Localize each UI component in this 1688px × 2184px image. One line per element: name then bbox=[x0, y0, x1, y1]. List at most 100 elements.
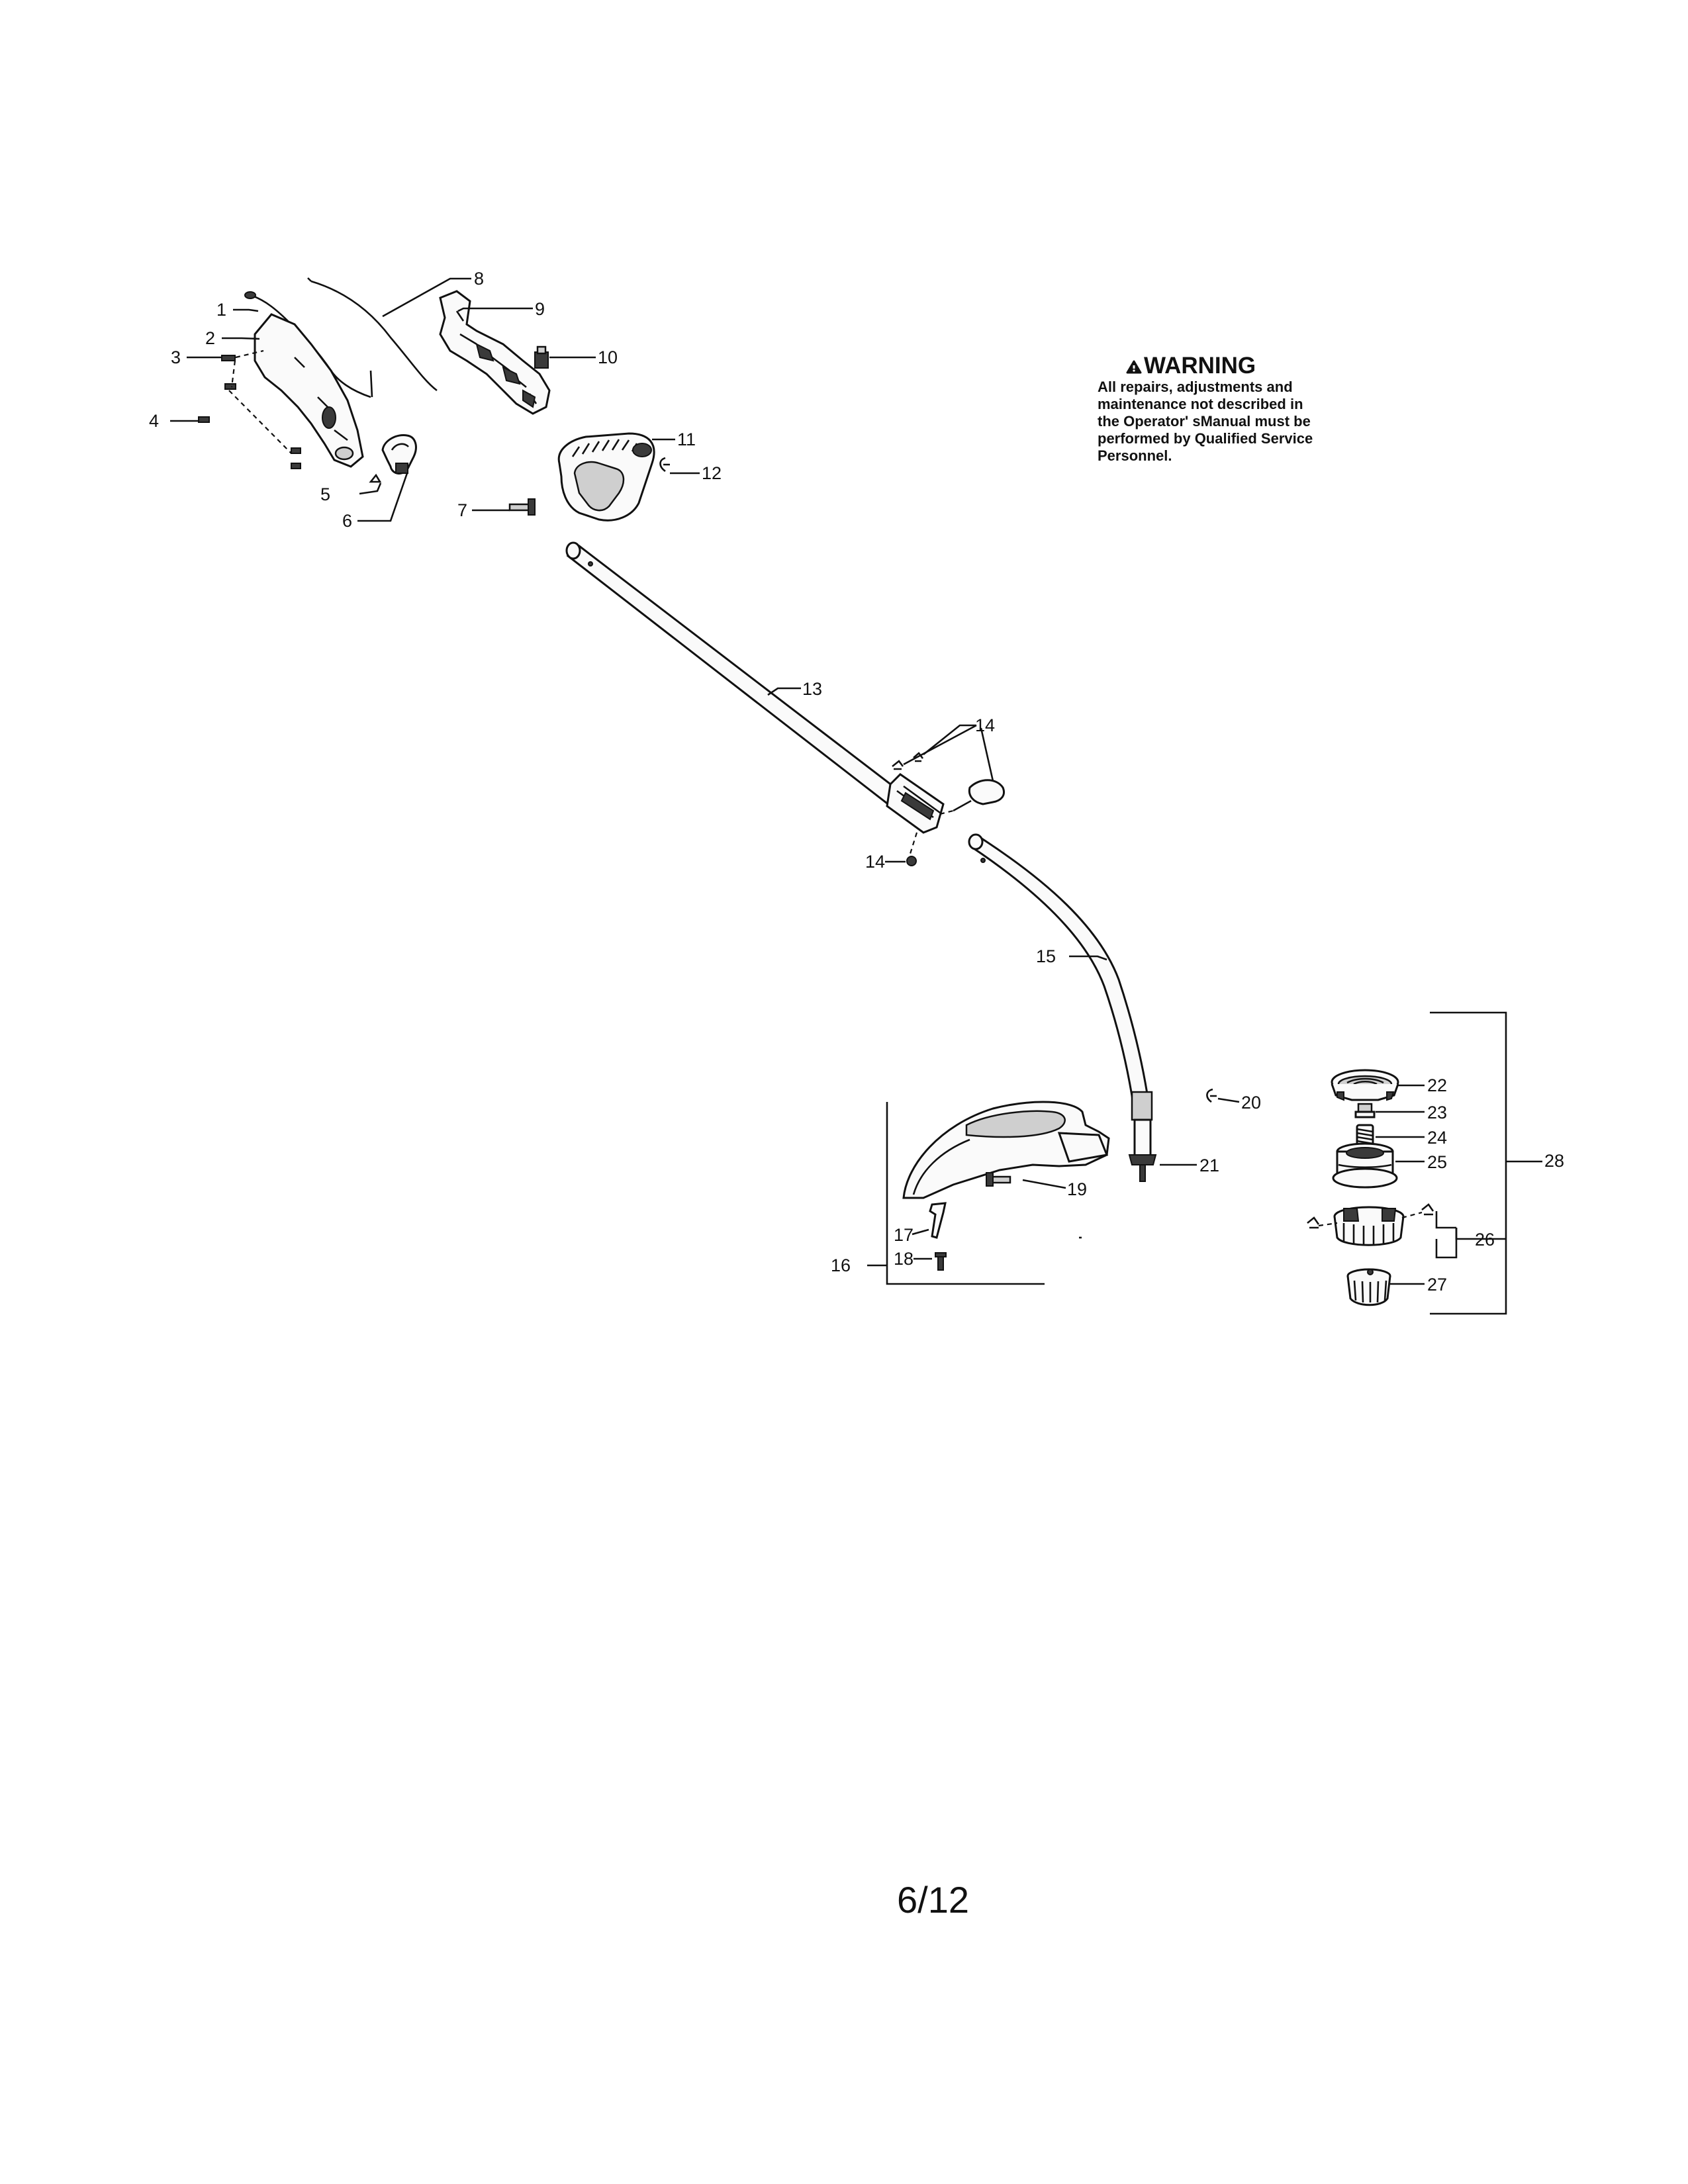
part-19-screw-head bbox=[986, 1172, 994, 1187]
callout-18: 18 bbox=[894, 1249, 914, 1269]
warning-line-3: the Operator' sManual must be bbox=[1098, 413, 1311, 430]
part-7-bolt-head bbox=[528, 498, 536, 516]
part-16-bracket bbox=[886, 1102, 1045, 1285]
part-17-line-limiter bbox=[929, 1202, 947, 1239]
callout-22: 22 bbox=[1427, 1075, 1447, 1095]
part-15-lower-shaft bbox=[970, 836, 1150, 1105]
part-4-screw bbox=[198, 416, 210, 423]
part-14-nut-b bbox=[913, 752, 924, 762]
part-27-knob-ribs bbox=[1353, 1280, 1387, 1303]
warning-block: WARNING All repairs, adjustments and mai… bbox=[1098, 353, 1313, 464]
callout-15: 15 bbox=[1036, 946, 1056, 966]
part-13-hole bbox=[588, 561, 593, 567]
part-26-housing bbox=[1333, 1216, 1405, 1246]
warning-title: WARNING bbox=[1144, 353, 1256, 379]
part-24-spring-coils bbox=[1356, 1128, 1374, 1149]
page-number: 6/12 bbox=[897, 1879, 969, 1921]
callout-19: 19 bbox=[1067, 1179, 1087, 1199]
part-14-nut-a bbox=[892, 760, 904, 770]
callout-11: 11 bbox=[677, 430, 696, 449]
part-9-housing-detail bbox=[455, 310, 538, 404]
callout-5: 5 bbox=[320, 484, 330, 504]
callout-20: 20 bbox=[1241, 1093, 1261, 1113]
part-18-screw bbox=[937, 1255, 944, 1271]
warning-triangle-icon bbox=[1126, 360, 1142, 374]
part-22-cover-rings bbox=[1346, 1077, 1384, 1085]
part-3-dashed-line-b bbox=[230, 360, 236, 388]
part-21-gear-head bbox=[1133, 1118, 1152, 1160]
warning-line-5: Personnel. bbox=[1098, 447, 1172, 464]
part-28-bracket bbox=[1430, 1011, 1507, 1315]
part-21-flange bbox=[1128, 1154, 1157, 1165]
part-25-spool-bottom bbox=[1332, 1167, 1398, 1189]
part-11-handle-inner bbox=[573, 461, 625, 512]
part-2-slot bbox=[322, 406, 336, 429]
part-9-housing bbox=[439, 290, 551, 415]
callout-1: 1 bbox=[216, 300, 226, 320]
warning-line-2: maintenance not described in bbox=[1098, 396, 1303, 412]
handle-group bbox=[198, 277, 670, 522]
part-19-guard-mount bbox=[1057, 1132, 1109, 1163]
part-19-screw bbox=[990, 1175, 1011, 1184]
part-14-washer bbox=[906, 856, 917, 866]
callout-2: 2 bbox=[205, 328, 215, 348]
part-21-collar bbox=[1131, 1091, 1153, 1121]
part-23-eyelet-base bbox=[1354, 1111, 1376, 1118]
part-13-upper-shaft bbox=[566, 545, 906, 809]
part-22-tabs bbox=[1336, 1091, 1395, 1101]
part-14-dashed-a bbox=[939, 809, 954, 815]
part-6-trigger-lock-inner bbox=[391, 443, 409, 451]
warning-line-1: All repairs, adjustments and bbox=[1098, 379, 1293, 395]
callout-23: 23 bbox=[1427, 1103, 1447, 1122]
part-14-knob bbox=[968, 779, 1005, 805]
part-21-spindle bbox=[1139, 1164, 1146, 1182]
part-25-spool-line bbox=[1338, 1163, 1392, 1169]
callout-26: 26 bbox=[1475, 1230, 1495, 1250]
part-10-switch bbox=[534, 351, 549, 369]
part-6-trigger-base bbox=[395, 463, 408, 474]
part-14-dashed-b bbox=[909, 832, 918, 854]
part-27-knob bbox=[1346, 1275, 1391, 1306]
callout-labels: 1 2 3 4 5 6 7 8 9 10 11 12 13 14 14 15 1… bbox=[149, 269, 1564, 1295]
callout-8: 8 bbox=[474, 269, 484, 289]
callout-21: 21 bbox=[1199, 1156, 1219, 1175]
part-25-spool-hub bbox=[1346, 1147, 1384, 1159]
housing-screw-a bbox=[291, 447, 301, 454]
part-5-clip bbox=[369, 473, 382, 483]
callout-4: 4 bbox=[149, 411, 159, 431]
leader-lines bbox=[170, 277, 1506, 1285]
callout-17: 17 bbox=[894, 1225, 914, 1245]
part-26-housing-ribs bbox=[1342, 1223, 1395, 1246]
part-12-knob bbox=[659, 457, 670, 473]
callout-6: 6 bbox=[342, 511, 352, 531]
part-27-knob-dot bbox=[1367, 1269, 1374, 1275]
part-13-shaft-end bbox=[565, 541, 581, 560]
part-26-clip-b bbox=[1421, 1203, 1434, 1216]
part-26-dashed-a bbox=[1318, 1222, 1338, 1227]
callout-13: 13 bbox=[802, 679, 822, 699]
part-26-latch-b bbox=[1382, 1208, 1397, 1222]
callout-14-bottom: 14 bbox=[865, 852, 885, 872]
part-2-grip-end bbox=[334, 446, 354, 461]
part-1-connector bbox=[244, 291, 256, 299]
warning-line-4: performed by Qualified Service bbox=[1098, 430, 1313, 447]
callout-27: 27 bbox=[1427, 1275, 1447, 1295]
callout-14-top: 14 bbox=[975, 715, 995, 735]
callout-28: 28 bbox=[1544, 1151, 1564, 1171]
part-15-hole bbox=[980, 858, 986, 863]
part-8-cable-end bbox=[307, 277, 312, 282]
part-3-dashed-line bbox=[228, 349, 292, 454]
part-18-screw-head bbox=[935, 1252, 947, 1257]
trimmer-head-group bbox=[1307, 1011, 1507, 1315]
callout-24: 24 bbox=[1427, 1128, 1447, 1148]
part-14-coupler-dark bbox=[900, 792, 935, 821]
part-26-dashed-b bbox=[1401, 1211, 1423, 1219]
callout-10: 10 bbox=[598, 347, 618, 367]
callout-16: 16 bbox=[831, 1255, 851, 1275]
part-3-screw bbox=[221, 355, 236, 361]
part-8-cable bbox=[310, 280, 438, 392]
shaft-group bbox=[565, 541, 1217, 1182]
guard-group bbox=[886, 1101, 1110, 1285]
callout-25: 25 bbox=[1427, 1152, 1447, 1172]
